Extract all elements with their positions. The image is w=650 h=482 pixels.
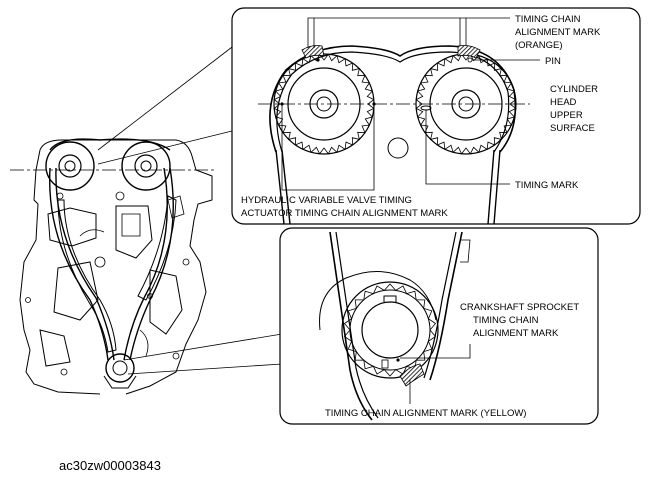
orange-alignment-link-left	[301, 45, 325, 59]
crank-mark-dot	[396, 358, 400, 362]
pin-dot	[467, 57, 473, 63]
label-cylinder-head-upper-surface: CYLINDER HEAD UPPER SURFACE	[550, 84, 601, 134]
label-timing-mark: TIMING MARK	[515, 180, 579, 191]
mark-dot-left-top	[316, 58, 320, 62]
engine-front-view	[10, 43, 283, 395]
exhaust-sprocket-teeth	[415, 53, 517, 155]
label-hydraulic-vvt-alignment-mark: HYDRAULIC VARIABLE VALVE TIMING ACTUATOR…	[241, 195, 448, 219]
figure-code: ac30zw00003843	[59, 458, 161, 473]
crankshaft-detail-panel: CRANKSHAFT SPROCKET TIMING CHAIN ALIGNME…	[279, 227, 599, 425]
yellow-alignment-link	[399, 363, 425, 387]
label-timing-chain-alignment-mark-orange: TIMING CHAIN ALIGNMENT MARK (ORANGE)	[515, 14, 603, 51]
camshaft-detail-panel: TIMING CHAIN ALIGNMENT MARK (ORANGE) PIN…	[231, 7, 641, 225]
sprocket-tooth-ring	[415, 53, 517, 155]
label-crankshaft-sprocket-alignment-mark: CRANKSHAFT SPROCKET TIMING CHAIN ALIGNME…	[460, 302, 582, 339]
intake-sprocket-teeth	[273, 53, 375, 155]
label-pin: PIN	[545, 56, 561, 67]
label-timing-chain-alignment-mark-yellow: TIMING CHAIN ALIGNMENT MARK (YELLOW)	[325, 408, 526, 419]
sprocket-tooth-ring	[273, 53, 375, 155]
